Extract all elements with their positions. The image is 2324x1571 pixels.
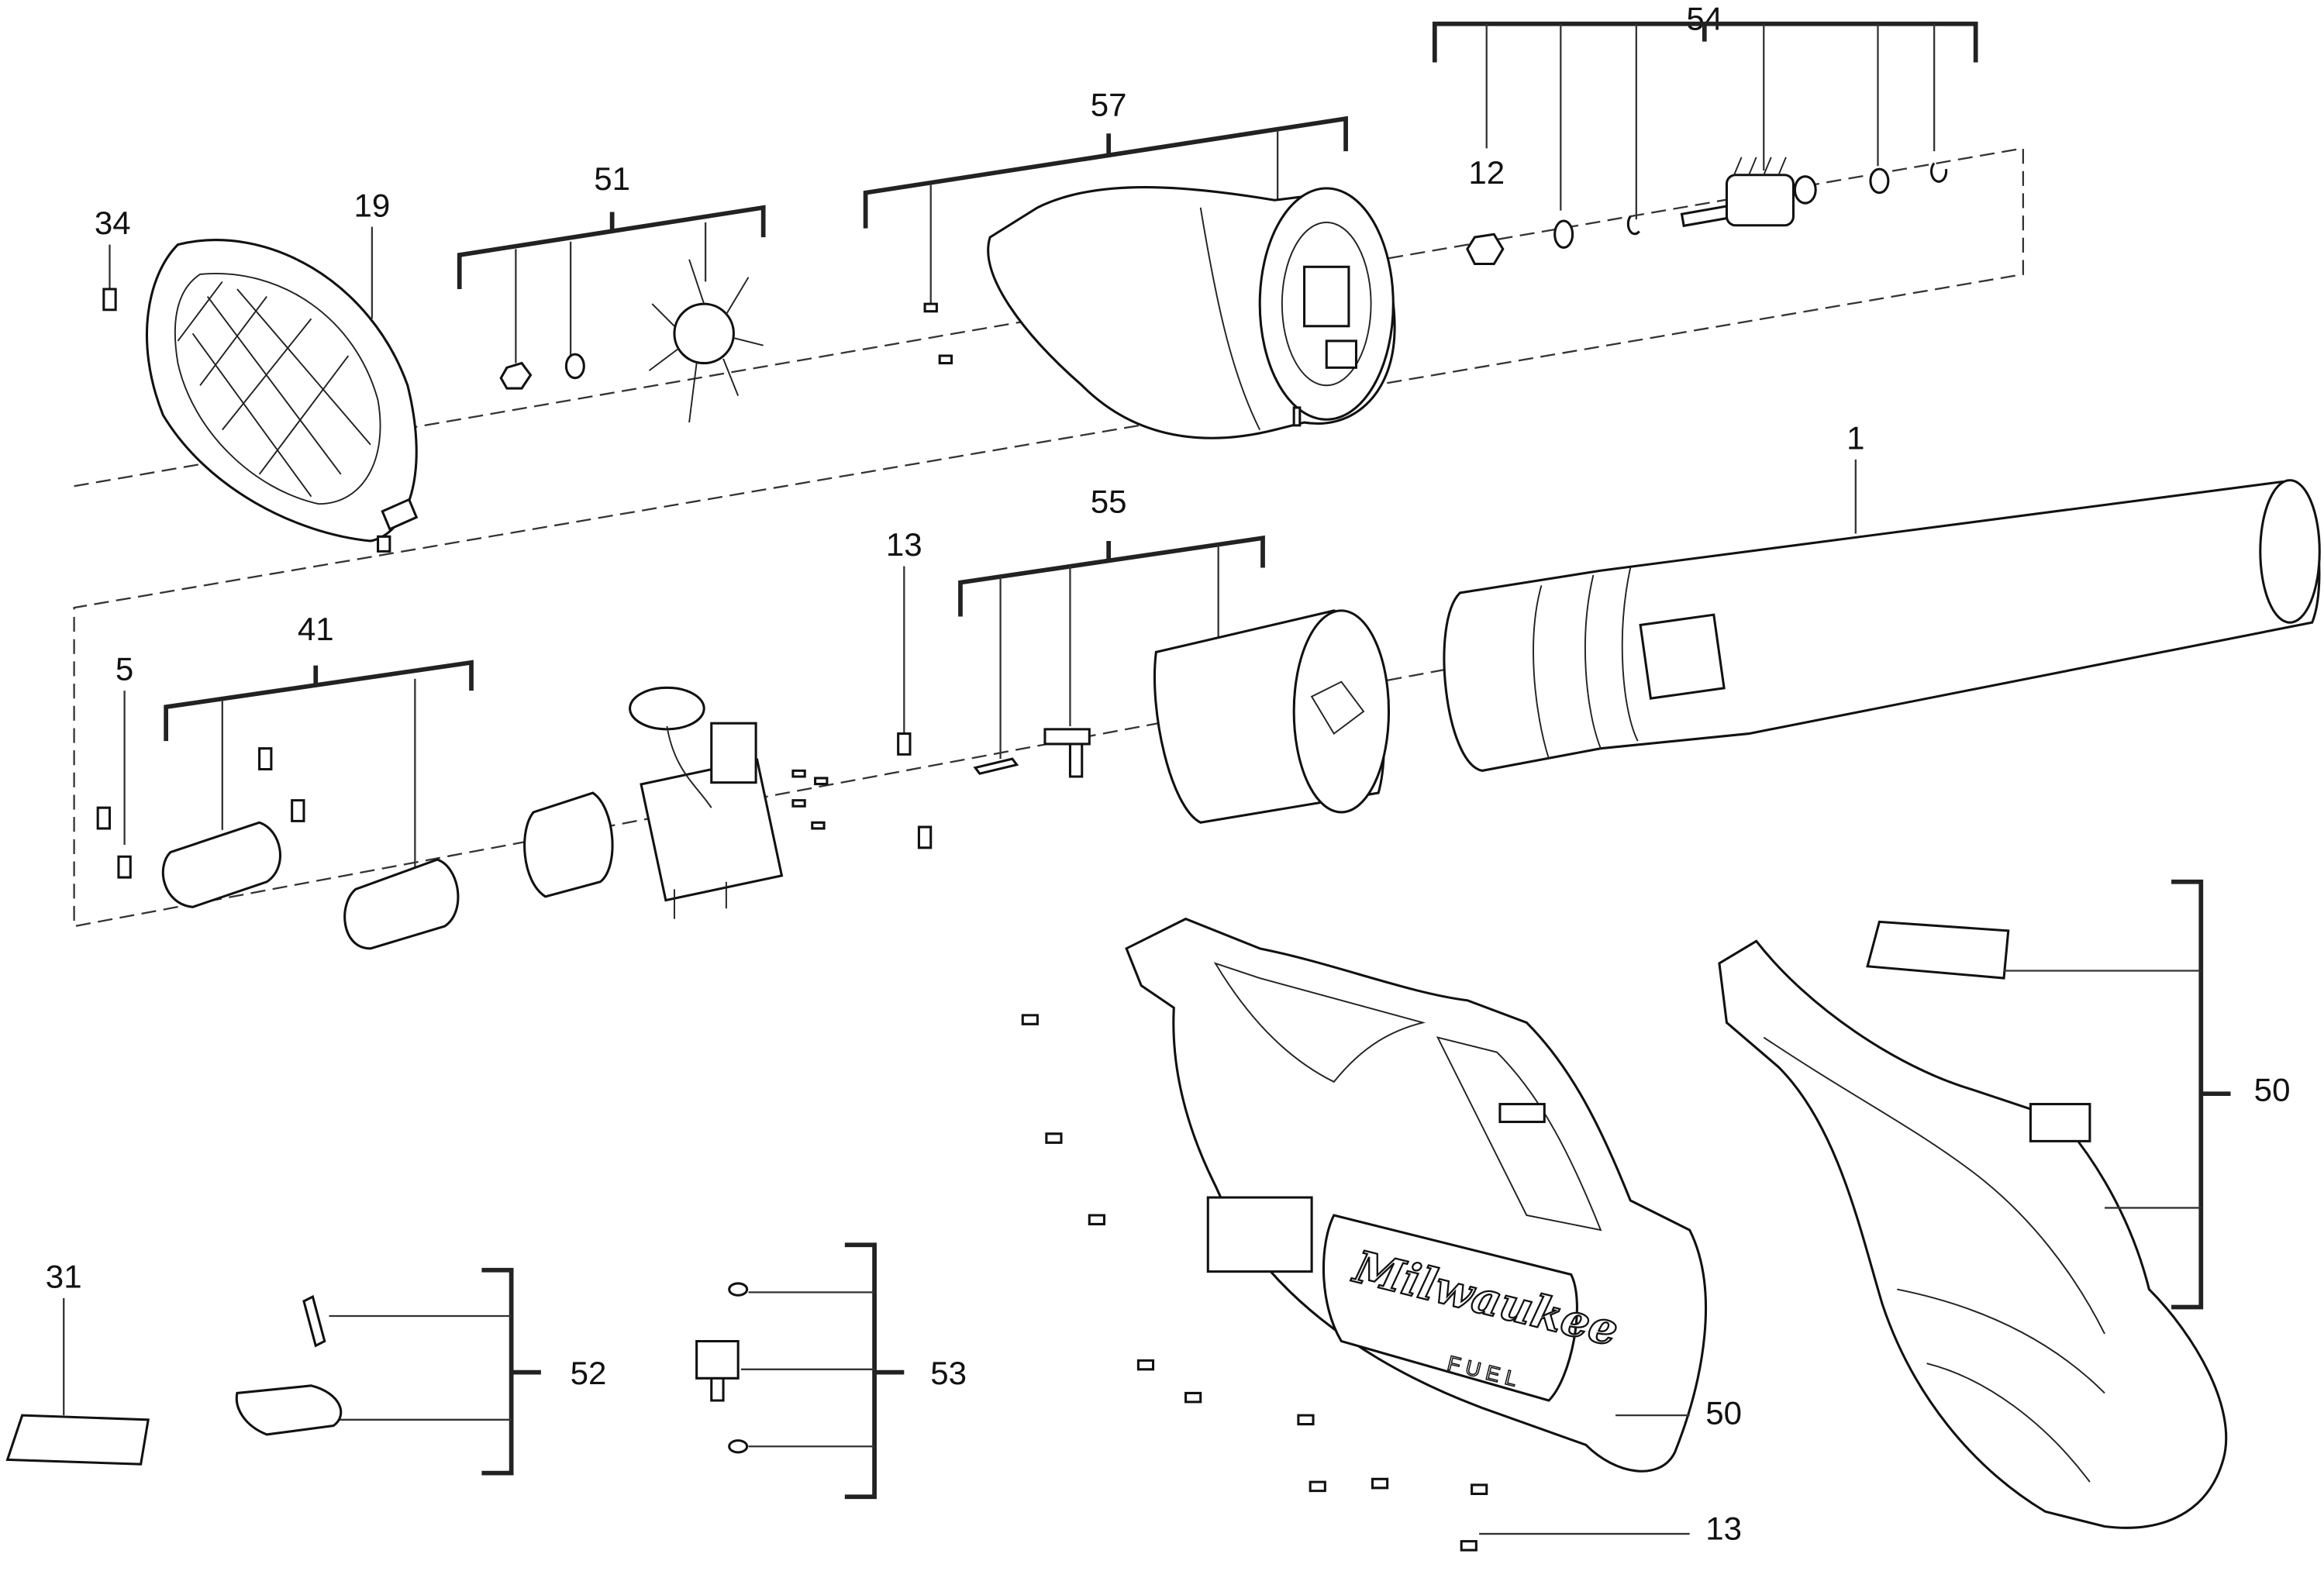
trigger	[235, 1384, 343, 1436]
washer-upper	[728, 1282, 749, 1297]
label-34: 34	[95, 205, 131, 241]
callout-13-55: 13 55	[886, 484, 1391, 849]
trigger-pin	[302, 1294, 326, 1348]
callout-34-19: 34 19	[95, 187, 419, 553]
callout-50-housing-right: 50	[1718, 879, 2291, 1529]
label-5: 5	[116, 651, 133, 687]
label-52: 52	[571, 1355, 607, 1391]
housing-left: Milwaukee FUEL	[1125, 917, 1708, 1473]
callout-5-41: 5 41	[96, 611, 829, 950]
label-57: 57	[1091, 86, 1127, 122]
callout-50-housing-left: Milwaukee FUEL 50 13	[1021, 917, 1742, 1552]
label-13-upper: 13	[886, 526, 922, 563]
fan-shroud	[987, 186, 1396, 439]
housing-screws	[1021, 1014, 1488, 1552]
label-51: 51	[594, 160, 630, 197]
callout-1: 1	[1443, 419, 2321, 772]
callout-53: 53	[695, 1242, 967, 1500]
callout-54: 54 12	[1432, 0, 1978, 266]
callout-57: 57	[863, 86, 1396, 439]
callout-31: 31	[5, 1259, 150, 1466]
label-13-lower: 13	[1705, 1511, 1742, 1547]
label-31: 31	[46, 1259, 82, 1295]
callout-51: 51	[457, 160, 766, 423]
screws-57	[923, 302, 1302, 427]
motor-covers	[161, 747, 460, 950]
blower-tube	[1443, 479, 2321, 772]
fan-housing	[145, 239, 419, 553]
label-55: 55	[1091, 484, 1127, 520]
label-1: 1	[1846, 419, 1864, 456]
fan-parts	[499, 259, 764, 423]
label-sticker-right	[1866, 920, 2010, 980]
label-12: 12	[1468, 154, 1505, 191]
assembly-axis-upper	[73, 146, 2291, 928]
washer-lower	[728, 1439, 749, 1454]
label-50-lower: 50	[1705, 1395, 1742, 1431]
label-41: 41	[298, 611, 334, 647]
label-50-right: 50	[2254, 1072, 2291, 1108]
switch	[695, 1339, 740, 1402]
armature-parts	[1466, 157, 1948, 266]
inlet-parts	[973, 609, 1391, 824]
housing-right	[1718, 939, 2228, 1529]
callout-52: 52	[235, 1267, 607, 1476]
label-sticker	[5, 1414, 150, 1466]
label-19: 19	[354, 187, 391, 223]
label-53: 53	[930, 1355, 967, 1391]
motor-electronics	[523, 686, 829, 919]
